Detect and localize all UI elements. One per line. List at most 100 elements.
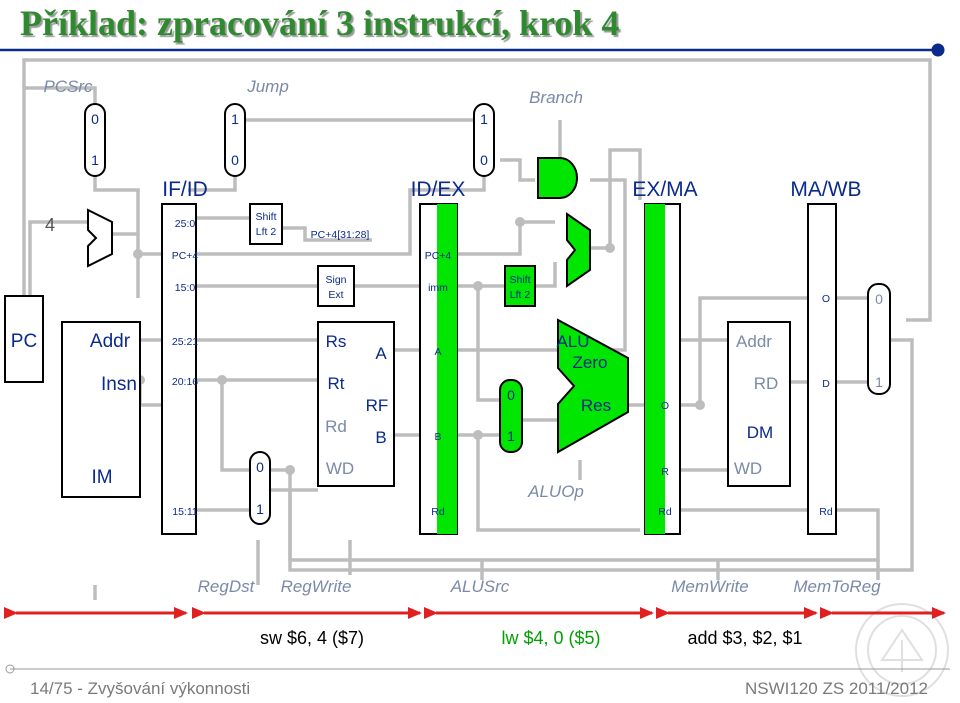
jump-mux-bottom: 0: [231, 152, 239, 168]
pcsrc-mux-top: 0: [91, 111, 99, 127]
rf-a-label: A: [375, 344, 387, 363]
signal-jump: Jump: [246, 77, 289, 96]
instruction-id: sw $6, 4 ($7): [260, 628, 364, 648]
signal-memwrite: MemWrite: [671, 577, 748, 596]
regdst-mux-bottom: 1: [256, 501, 264, 517]
rf-wd-label: WD: [326, 459, 354, 478]
branch-adder: [566, 212, 591, 288]
footer-right: NSWI120 ZS 2011/2012: [744, 679, 928, 698]
constant-four: 4: [45, 215, 55, 235]
memtoreg-mux-bottom: 1: [875, 374, 883, 390]
data-memory: [727, 321, 791, 487]
sign-ext-line1: Sign: [325, 274, 346, 286]
branch-mux-top: 1: [480, 111, 488, 127]
signal-aluop: ALUOp: [527, 482, 584, 501]
latch-label-ma-wb: MA/WB: [790, 178, 861, 201]
ex-ma-field-0: O: [661, 400, 669, 412]
sign-extend: [317, 265, 355, 307]
regdst-mux: [249, 451, 271, 525]
dm-wd-label: WD: [734, 459, 762, 478]
branch-mux-bottom: 0: [480, 152, 488, 168]
im-addr-label: Addr: [90, 331, 131, 352]
instruction-ex: lw $4, 0 ($5): [501, 628, 600, 648]
alusrc-mux-top: 0: [507, 387, 515, 403]
shift1-line1: Shift: [255, 211, 276, 223]
pc-adder: [87, 208, 113, 268]
if-id-latch: [161, 203, 197, 535]
title-rule: [0, 43, 945, 57]
latch-label-if-id: IF/ID: [162, 178, 208, 201]
ex-ma-field-2: Rd: [658, 506, 672, 518]
university-seal: [855, 603, 949, 697]
latch-label-ex-ma: EX/MA: [632, 178, 697, 201]
slide-title: Příklad: zpracování 3 instrukcí, krok 4: [20, 3, 620, 43]
signal-regwrite: RegWrite: [281, 577, 352, 596]
alu-zero-label: Zero: [573, 353, 608, 372]
pc-high-bits: PC+4[31:28]: [311, 229, 370, 241]
alu: [557, 318, 629, 454]
dm-addr-label: Addr: [736, 332, 772, 351]
jump-mux-top: 1: [231, 111, 239, 127]
memtoreg-mux: [867, 283, 891, 395]
signal-branch: Branch: [529, 88, 583, 107]
branch-and-gate: [537, 157, 578, 199]
ex-ma-field-1: R: [661, 466, 669, 478]
id-ex-field-3: B: [434, 431, 441, 443]
alu-res-label: Res: [581, 396, 611, 415]
im-insn-label: Insn: [101, 374, 137, 395]
sign-ext-line2: Ext: [328, 289, 343, 301]
if-id-field-5: 15:11: [172, 506, 198, 518]
if-id-field-1: PC+4: [172, 250, 199, 262]
signal-pcsrc: PCSrc: [43, 77, 93, 96]
rf-b-label: B: [375, 428, 386, 447]
dm-rd-label: RD: [754, 374, 779, 393]
id-ex-field-0: PC+4: [425, 250, 452, 262]
if-id-field-4: 20:16: [172, 376, 198, 388]
ma-wb-field-0: O: [822, 293, 830, 305]
register-file: [317, 321, 395, 487]
latch-label-id-ex: ID/EX: [411, 178, 466, 201]
regdst-mux-top: 0: [256, 459, 264, 475]
alusrc-mux: [499, 379, 523, 453]
shift-left-jump: [249, 203, 283, 245]
if-id-field-0: 25:0: [175, 218, 196, 230]
ma-wb-field-2: Rd: [819, 506, 833, 518]
footer-left: 14/75 - Zvyšování výkonnosti: [30, 679, 251, 698]
pcsrc-mux: [84, 103, 106, 177]
pcsrc-mux-bottom: 1: [91, 152, 99, 168]
ma-wb-field-1: D: [822, 378, 830, 390]
id-ex-latch-active: [437, 204, 457, 534]
rf-rt-label: Rt: [328, 374, 345, 393]
signal-alusrc: ALUSrc: [450, 577, 510, 596]
jump-mux: [224, 103, 246, 177]
if-id-field-3: 25:21: [172, 336, 198, 348]
shift2-line1: Shift: [509, 274, 530, 286]
id-ex-field-1: imm: [428, 282, 448, 294]
ex-ma-latch-active: [645, 204, 665, 534]
alusrc-mux-bottom: 1: [507, 428, 515, 444]
if-id-field-2: 15:0: [175, 282, 196, 294]
rf-rs-label: Rs: [326, 332, 347, 351]
instruction-memory: [61, 321, 141, 498]
im-label: IM: [91, 467, 112, 488]
footer-rule: [5, 664, 950, 674]
pc-label: PC: [11, 331, 37, 352]
id-ex-field-2: A: [434, 346, 441, 358]
signal-memtoreg: MemToReg: [793, 577, 881, 596]
instruction-ma: add $3, $2, $1: [687, 628, 802, 648]
ma-wb-latch: [807, 203, 837, 535]
branch-mux: [473, 103, 495, 177]
shift-left-branch: [504, 265, 536, 307]
rf-rd-label: Rd: [325, 417, 347, 436]
shift2-line2: Lft 2: [510, 289, 531, 301]
pc-register: [4, 295, 44, 383]
signal-regdst: RegDst: [198, 577, 256, 596]
dm-label: DM: [747, 423, 773, 442]
memtoreg-mux-top: 0: [875, 291, 883, 307]
rf-rf-label: RF: [366, 396, 389, 415]
alu-label: ALU: [556, 332, 589, 351]
shift1-line2: Lft 2: [256, 226, 277, 238]
id-ex-field-4: Rd: [431, 506, 445, 518]
